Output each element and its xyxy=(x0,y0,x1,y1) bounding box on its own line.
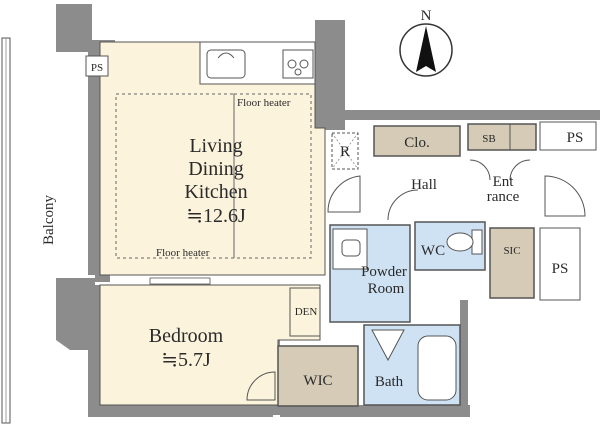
ps-top-left-label: PS xyxy=(91,62,103,74)
floor-heater-area-right xyxy=(233,93,312,259)
sb-label: SB xyxy=(482,133,495,145)
shoe-box: SB xyxy=(467,123,537,151)
powder-room: Powder Room xyxy=(329,224,411,323)
closet: Clo. xyxy=(373,125,461,157)
bath-label: Bath xyxy=(375,374,404,390)
hall-label: Hall xyxy=(411,177,437,193)
ps-right-label: PS xyxy=(552,261,569,277)
pipe-space-top-left: PS xyxy=(85,55,109,77)
washbasin-icon xyxy=(332,228,368,270)
pipe-space-top-right: PS xyxy=(539,121,597,151)
hall: Hall xyxy=(327,159,531,221)
sink-icon xyxy=(206,49,246,79)
den: DEN xyxy=(289,287,321,337)
toilet-room: WC xyxy=(414,221,486,271)
shoe-in-closet: SIC xyxy=(489,227,535,299)
bedroom-area-label: ≒5.7J xyxy=(161,349,211,371)
floor-heater-area-left xyxy=(115,93,235,259)
walk-in-closet: WIC xyxy=(277,345,359,407)
entrance: Ent rance xyxy=(487,174,586,217)
bedroom: Bedroom ≒5.7J xyxy=(99,277,321,406)
wic-label: WIC xyxy=(303,373,332,389)
north-arrow-icon xyxy=(416,26,436,72)
pipe-space-right: PS xyxy=(539,227,581,301)
north-label: N xyxy=(421,8,432,24)
refrigerator-space xyxy=(331,132,359,170)
powder-room-label-line1: Powder xyxy=(361,264,407,280)
living-dining-kitchen: Floor heater Floor heater Living Dining … xyxy=(99,41,359,276)
wc-label: WC xyxy=(421,243,445,259)
refrigerator-label: R xyxy=(340,144,350,160)
powder-room-label-line2: Room xyxy=(368,281,405,297)
bathtub-icon xyxy=(417,335,457,401)
ps-top-right-label: PS xyxy=(567,130,584,146)
floor-heater-bottom-label: Floor heater xyxy=(156,247,210,259)
entrance-label-line2: rance xyxy=(487,189,520,205)
floor-heater-top-label: Floor heater xyxy=(237,97,291,109)
compass: N xyxy=(399,8,453,77)
den-label: DEN xyxy=(295,306,318,318)
balcony-label: Balcony xyxy=(41,195,57,245)
bedroom-label: Bedroom xyxy=(149,325,224,347)
living-label: Living xyxy=(189,135,242,157)
toilet-icon xyxy=(446,229,483,255)
sic-label: SIC xyxy=(503,245,520,257)
bathroom: Bath xyxy=(363,324,461,406)
entrance-label-line1: Ent xyxy=(493,174,515,190)
stove-icon xyxy=(282,49,314,79)
living-area-label: ≒12.6J xyxy=(186,205,246,227)
balcony: Balcony xyxy=(1,37,57,424)
dining-label: Dining xyxy=(188,158,244,180)
closet-label: Clo. xyxy=(404,135,429,151)
kitchen-label: Kitchen xyxy=(184,181,247,203)
